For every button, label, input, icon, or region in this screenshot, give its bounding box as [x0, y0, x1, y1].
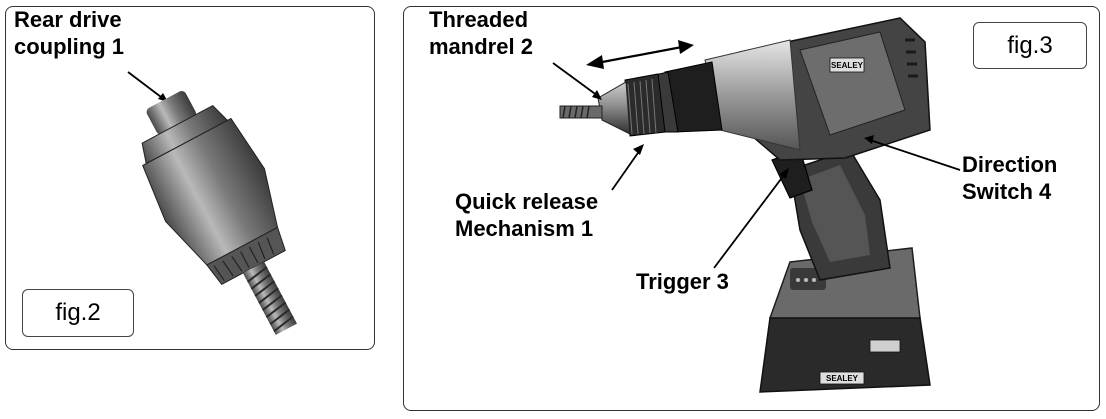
- label-threaded-mandrel: Threaded mandrel 2: [429, 7, 533, 59]
- brand-plate: [829, 57, 865, 73]
- battery-pack: SEALEY: [759, 247, 931, 393]
- handle-grip: [800, 165, 870, 262]
- rear-drive-coupling-part: [141, 91, 297, 335]
- nose-housing: [704, 39, 801, 151]
- label-rear-drive-coupling: Rear drive coupling 1: [14, 7, 124, 59]
- fig-2-label: fig.2: [22, 289, 134, 337]
- side-panel: [799, 31, 906, 136]
- leader-threaded-mandrel: [552, 62, 599, 97]
- fig-3-label: fig.3: [973, 22, 1087, 69]
- vent-slots: [905, 38, 918, 78]
- svg-text:SEALEY: SEALEY: [831, 61, 864, 70]
- leader-rear-drive: [127, 71, 166, 101]
- leader-trigger: [713, 174, 785, 269]
- nose-cone: [597, 81, 631, 135]
- label-quick-release: Quick release Mechanism 1: [455, 189, 599, 241]
- leader-quick-release: [611, 149, 641, 191]
- leader-direction-switch: [869, 139, 961, 171]
- label-trigger: Trigger 3: [636, 269, 729, 294]
- svg-text:SEALEY: SEALEY: [826, 374, 859, 383]
- double-arrow-icon: [586, 40, 694, 69]
- label-direction-switch: Direction Switch 4: [962, 152, 1058, 204]
